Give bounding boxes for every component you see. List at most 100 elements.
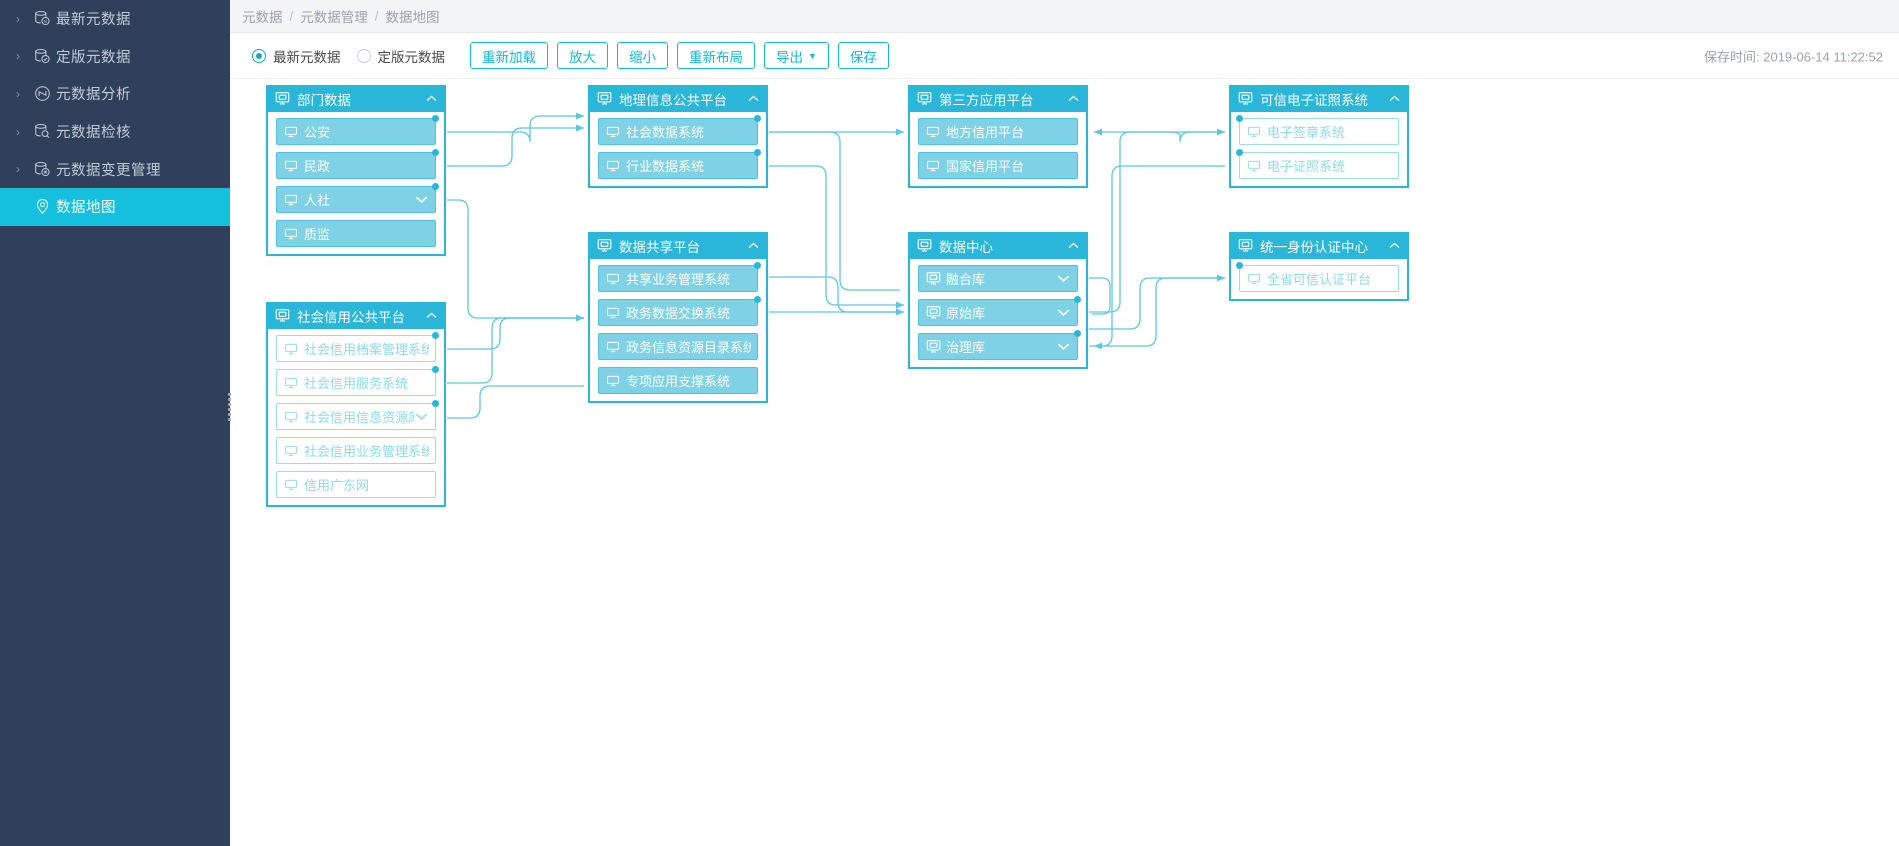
button-label: 导出 (776, 49, 803, 65)
node-connection-port[interactable] (1074, 330, 1081, 337)
node-connection-port[interactable] (754, 115, 761, 122)
group-header-dept[interactable]: 部门数据 (266, 85, 446, 112)
graph-node[interactable]: 融合库 (918, 265, 1078, 292)
node-connection-port[interactable] (432, 149, 439, 156)
sidebar-item-data-map[interactable]: 数据地图 (0, 187, 230, 226)
graph-node[interactable]: 公安 (276, 115, 439, 145)
node-connection-port[interactable] (754, 296, 761, 303)
graph-node[interactable]: 社会信用业务管理系统 (276, 437, 436, 464)
graph-node[interactable]: 政务数据交换系统 (598, 296, 761, 326)
relayout-button[interactable]: 重新布局 (677, 42, 755, 69)
group-panel-auth[interactable]: 统一身份认证中心全省可信认证平台 (1229, 232, 1409, 301)
sidebar-item-latest-metadata[interactable]: › N 最新元数据 (0, 0, 230, 38)
graph-node[interactable]: 信用广东网 (276, 471, 436, 498)
group-header-cert[interactable]: 可信电子证照系统 (1229, 85, 1409, 112)
sidebar-item-metadata-analysis[interactable]: › 元数据分析 (0, 75, 230, 113)
node-connection-port[interactable] (432, 115, 439, 122)
node-connection-port[interactable] (754, 149, 761, 156)
graph-node[interactable]: 社会信用服务系统 (276, 366, 439, 396)
sidebar-item-versioned-metadata[interactable]: › 定版元数据 (0, 38, 230, 76)
group-panel-share[interactable]: 数据共享平台共享业务管理系统政务数据交换系统政务信息资源目录系统专项应用支撑系统 (588, 232, 768, 403)
graph-node[interactable]: 社会信用档案管理系统 (276, 332, 439, 362)
node-connection-port[interactable] (1236, 115, 1243, 122)
group-header-datacenter[interactable]: 数据中心 (908, 232, 1088, 259)
node-connection-port[interactable] (1236, 262, 1243, 269)
monitor-group-icon (926, 339, 941, 354)
graph-node[interactable]: 质监 (276, 220, 436, 247)
chevron-right-icon: › (16, 49, 20, 64)
monitor-group-icon (917, 91, 933, 106)
main-content: 元数据 / 元数据管理 / 数据地图 最新元数据 定版元数据 重新加载 (230, 0, 1899, 846)
chevron-up-icon[interactable] (1387, 239, 1401, 252)
chevron-down-icon[interactable] (414, 192, 429, 207)
sidebar-item-label: 元数据分析 (56, 87, 131, 104)
reload-button[interactable]: 重新加载 (470, 42, 548, 69)
zoom-out-button[interactable]: 缩小 (617, 42, 668, 69)
graph-node[interactable]: 民政 (276, 149, 439, 179)
chevron-up-icon[interactable] (746, 239, 760, 252)
graph-node[interactable]: 电子签章系统 (1236, 115, 1399, 145)
graph-node[interactable]: 电子证照系统 (1236, 149, 1399, 179)
graph-node[interactable]: 全省可信认证平台 (1236, 262, 1399, 292)
graph-node-label: 地方信用平台 (946, 125, 1025, 140)
node-connection-port[interactable] (432, 183, 439, 190)
graph-node[interactable]: 专项应用支撑系统 (598, 367, 758, 394)
zoom-in-button[interactable]: 放大 (557, 42, 608, 69)
group-body-dept: 公安民政人社质监 (268, 112, 444, 254)
save-button[interactable]: 保存 (837, 42, 889, 69)
graph-node[interactable]: 地方信用平台 (918, 118, 1078, 145)
node-connection-port[interactable] (432, 366, 439, 373)
graph-node-label: 电子签章系统 (1267, 125, 1346, 140)
button-label: 缩小 (629, 49, 656, 65)
group-panel-cert[interactable]: 可信电子证照系统电子签章系统电子证照系统 (1229, 85, 1409, 188)
graph-node[interactable]: 原始库 (918, 296, 1081, 326)
chevron-up-icon[interactable] (746, 92, 760, 105)
chevron-down-icon[interactable] (1056, 305, 1071, 320)
node-connection-port[interactable] (432, 400, 439, 407)
chevron-up-icon[interactable] (424, 309, 438, 322)
group-header-share[interactable]: 数据共享平台 (588, 232, 768, 259)
data-map-canvas[interactable]: 部门数据公安民政人社质监社会信用公共平台社会信用档案管理系统社会信用服务系统社会… (230, 80, 1899, 846)
graph-node[interactable]: 共享业务管理系统 (598, 262, 761, 292)
group-header-credit[interactable]: 社会信用公共平台 (266, 302, 446, 329)
graph-node[interactable]: 政务信息资源目录系统 (598, 333, 758, 360)
chevron-up-icon[interactable] (1066, 239, 1080, 252)
chevron-up-icon[interactable] (424, 92, 438, 105)
sidebar-resize-handle[interactable] (228, 393, 233, 421)
breadcrumb-item-0[interactable]: 元数据 (242, 10, 283, 25)
chevron-down-icon[interactable] (1056, 271, 1071, 286)
group-body-share: 共享业务管理系统政务数据交换系统政务信息资源目录系统专项应用支撑系统 (590, 259, 766, 401)
node-connection-port[interactable] (1074, 296, 1081, 303)
group-panel-dept[interactable]: 部门数据公安民政人社质监 (266, 85, 446, 256)
sidebar-item-metadata-check[interactable]: › 元数据检核 (0, 113, 230, 151)
chevron-up-icon[interactable] (1387, 92, 1401, 105)
group-header-geo[interactable]: 地理信息公共平台 (588, 85, 768, 112)
breadcrumb-item-2[interactable]: 数据地图 (385, 10, 440, 25)
graph-node[interactable]: 行业数据系统 (598, 149, 761, 179)
group-panel-credit[interactable]: 社会信用公共平台社会信用档案管理系统社会信用服务系统社会信用信息资源库社会信用业… (266, 302, 446, 507)
group-panel-geo[interactable]: 地理信息公共平台社会数据系统行业数据系统 (588, 85, 768, 188)
chevron-down-icon[interactable] (414, 409, 429, 424)
breadcrumb-item-1[interactable]: 元数据管理 (300, 10, 368, 25)
node-connection-port[interactable] (754, 262, 761, 269)
group-header-thirdparty[interactable]: 第三方应用平台 (908, 85, 1088, 112)
graph-node[interactable]: 国家信用平台 (918, 152, 1078, 179)
chevron-down-icon[interactable] (1056, 339, 1071, 354)
chevron-up-icon[interactable] (1066, 92, 1080, 105)
radio-label: 最新元数据 (273, 49, 341, 65)
graph-node[interactable]: 社会数据系统 (598, 115, 761, 145)
graph-node[interactable]: 治理库 (918, 330, 1081, 360)
monitor-icon (606, 159, 621, 173)
radio-versioned-metadata[interactable]: 定版元数据 (356, 46, 445, 66)
node-connection-port[interactable] (432, 332, 439, 339)
node-connection-port[interactable] (1236, 149, 1243, 156)
graph-node[interactable]: 社会信用信息资源库 (276, 400, 439, 430)
graph-node[interactable]: 人社 (276, 183, 439, 213)
sidebar-item-metadata-change-mgmt[interactable]: › 元数据变更管理 (0, 150, 230, 188)
group-header-auth[interactable]: 统一身份认证中心 (1229, 232, 1409, 259)
export-button[interactable]: 导出 ▼ (764, 42, 829, 69)
group-panel-datacenter[interactable]: 数据中心融合库原始库治理库 (908, 232, 1088, 369)
radio-latest-metadata[interactable]: 最新元数据 (252, 46, 341, 66)
group-title: 地理信息公共平台 (619, 92, 727, 108)
group-panel-thirdparty[interactable]: 第三方应用平台地方信用平台国家信用平台 (908, 85, 1088, 188)
